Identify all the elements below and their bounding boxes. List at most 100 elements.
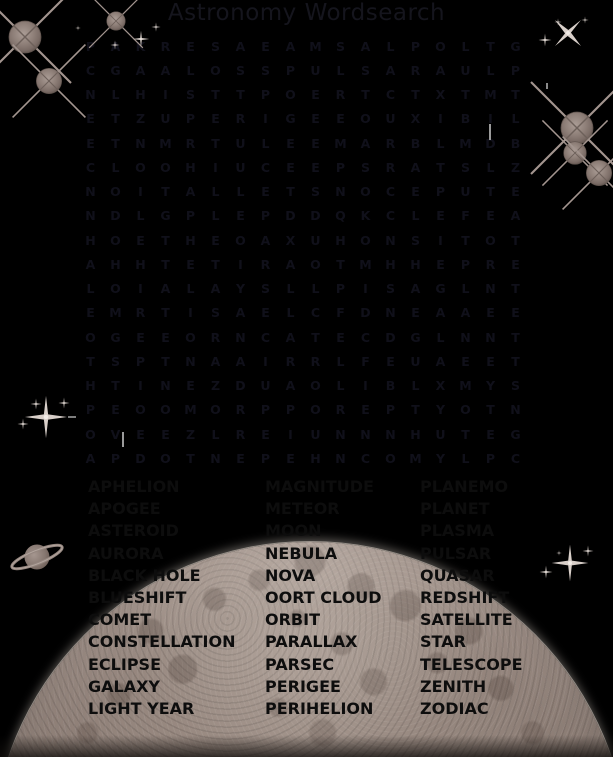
grid-letter: L [461,281,470,297]
grid-letter: E [236,208,245,224]
grid-letter: E [311,159,320,175]
grid-letter: T [211,135,220,151]
grid-letter: H [110,256,121,272]
grid-letter: G [435,281,446,297]
grid-letter: U [260,378,271,394]
grid-letter: N [385,305,396,321]
grid-letter: L [336,378,345,394]
grid-letter: S [510,378,520,394]
grid-letter: E [511,184,520,200]
grid-letter: O [110,281,121,297]
grid-letter: T [511,353,520,369]
grid-letter: S [210,305,220,321]
grid-letter: C [85,62,96,78]
word-list-item: TELESCOPE [420,654,523,674]
grid-letter: S [235,62,245,78]
grid-letter: H [410,256,421,272]
sparkle-icon [539,565,553,579]
grid-letter: A [135,62,146,78]
grid-letter: E [261,184,270,200]
grid-letter: L [336,62,345,78]
word-list-item: PLANEMO [420,477,509,496]
grid-letter: I [163,87,168,103]
grid-letter: L [211,184,220,200]
grid-letter: G [285,111,296,127]
grid-letter: A [235,305,246,321]
grid-letter: T [511,329,520,345]
grid-letter: A [410,281,421,297]
grid-letter: I [488,111,493,127]
grid-letter: N [85,184,96,200]
moon-bottom-shade [0,735,613,757]
grid-letter: A [360,38,371,54]
grid-letter: L [236,184,245,200]
grid-letter: P [260,402,271,418]
grid-letter: E [286,450,295,466]
grid-letter: R [210,329,221,345]
grid-letter: A [435,353,446,369]
grid-letter: L [286,281,295,297]
grid-letter: L [411,208,420,224]
grid-letter: S [360,159,370,175]
grid-letter: L [111,159,120,175]
grid-letter: E [361,402,370,418]
grid-letter: R [485,256,496,272]
star-icon [561,135,613,211]
grid-letter: P [335,159,346,175]
grid-letter: T [111,111,120,127]
grid-letter: T [461,87,470,103]
grid-letter: T [161,305,170,321]
grid-letter: P [85,402,96,418]
grid-letter: D [360,305,371,321]
grid-letter: E [161,329,170,345]
grid-letter: N [185,353,196,369]
grid-letter: L [186,281,195,297]
grid-letter: O [210,402,221,418]
sparkle-icon [17,418,29,430]
grid-letter: R [235,426,246,442]
grid-letter: F [461,208,470,224]
grid-letter: G [160,208,171,224]
grid-letter: E [511,305,520,321]
grid-letter: A [460,305,471,321]
grid-letter: R [185,135,196,151]
grid-letter: E [261,426,270,442]
grid-letter: A [435,62,446,78]
word-list-item: QUASAR [420,565,495,585]
grid-letter: O [135,159,146,175]
word-list-item: APOGEE [88,499,161,519]
grid-letter: A [235,38,246,54]
grid-letter: U [160,111,171,127]
grid-letter: A [160,62,171,78]
grid-letter: G [110,62,121,78]
grid-letter: E [211,111,220,127]
grid-letter: L [386,38,395,54]
grid-letter: P [485,450,496,466]
grid-letter: M [484,87,497,103]
grid-letter: S [335,38,345,54]
word-list-item: COMET [88,610,152,630]
grid-letter: E [286,159,295,175]
grid-letter: E [86,111,95,127]
grid-letter: E [186,38,195,54]
grid-letter: I [238,256,243,272]
grid-letter: V [110,426,121,442]
grid-letter: E [186,378,195,394]
grid-letter: E [86,305,95,321]
grid-letter: M [309,38,322,54]
grid-letter: L [486,159,495,175]
grid-letter: A [85,450,96,466]
grid-letter: C [260,329,271,345]
grid-letter: I [438,111,443,127]
grid-letter: B [460,111,471,127]
grid-letter: P [385,402,396,418]
grid-letter: R [260,256,271,272]
grid-letter: L [411,378,420,394]
grid-letter: T [161,232,170,248]
grid-letter: E [211,232,220,248]
grid-letter: E [486,208,495,224]
grid-letter: K [360,208,371,224]
